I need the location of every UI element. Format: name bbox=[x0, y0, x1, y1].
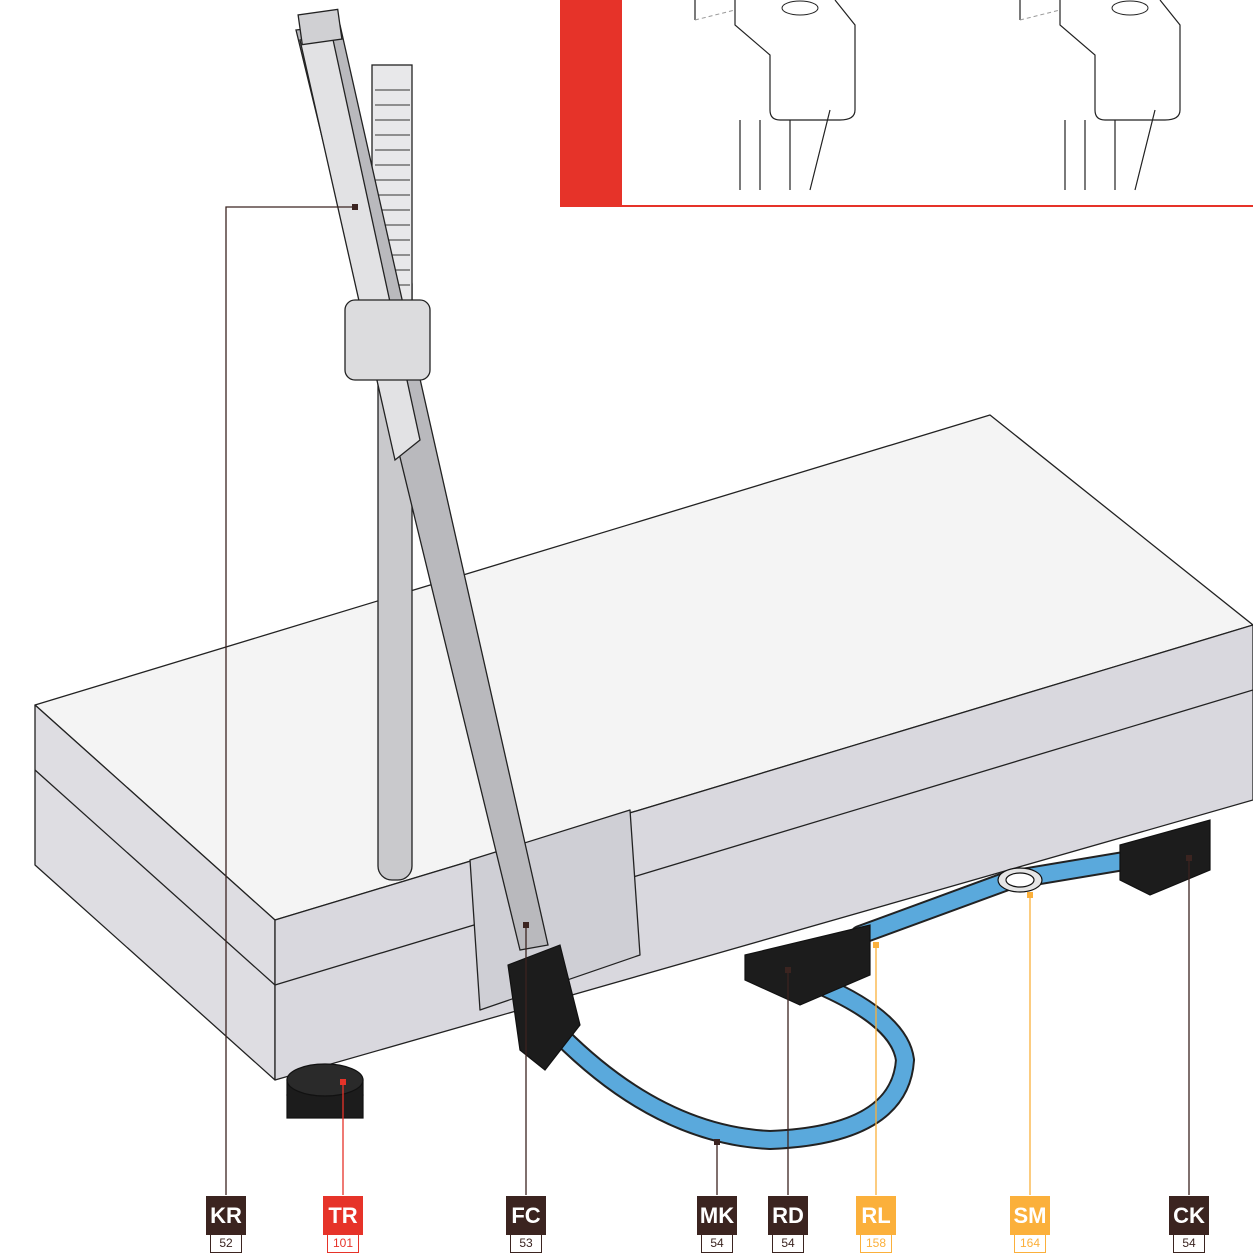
callout-code: RD bbox=[768, 1196, 808, 1235]
callout-fc: FC 53 bbox=[506, 1196, 546, 1253]
callout-code: FC bbox=[506, 1196, 546, 1235]
callout-code: KR bbox=[206, 1196, 246, 1235]
callout-code: MK bbox=[697, 1196, 737, 1235]
callout-ck: CK 54 bbox=[1169, 1196, 1209, 1253]
callout-tr: TR 101 bbox=[323, 1196, 363, 1253]
leader-lines bbox=[225, 206, 1190, 1195]
callout-code: CK bbox=[1169, 1196, 1209, 1235]
callout-page: 54 bbox=[772, 1235, 804, 1253]
mold-block bbox=[34, 414, 1253, 1081]
callout-code: SM bbox=[1010, 1196, 1050, 1235]
callout-code: TR bbox=[323, 1196, 363, 1235]
callout-rd: RD 54 bbox=[768, 1196, 808, 1253]
callout-page: 54 bbox=[1173, 1235, 1205, 1253]
callout-mk: MK 54 bbox=[697, 1196, 737, 1253]
callout-rl: RL 158 bbox=[856, 1196, 896, 1253]
callout-kr: KR 52 bbox=[206, 1196, 246, 1253]
callout-code: RL bbox=[856, 1196, 896, 1235]
callout-page: 101 bbox=[327, 1235, 359, 1253]
callout-page: 52 bbox=[210, 1235, 242, 1253]
callout-sm: SM 164 bbox=[1010, 1196, 1050, 1253]
callout-page: 164 bbox=[1014, 1235, 1046, 1253]
leader-markers bbox=[340, 204, 1192, 1145]
callout-page: 158 bbox=[860, 1235, 892, 1253]
callout-page: 53 bbox=[510, 1235, 542, 1253]
callout-page: 54 bbox=[701, 1235, 733, 1253]
diagonal-rod bbox=[295, 8, 549, 951]
inset-detail-panel bbox=[560, 0, 1253, 207]
